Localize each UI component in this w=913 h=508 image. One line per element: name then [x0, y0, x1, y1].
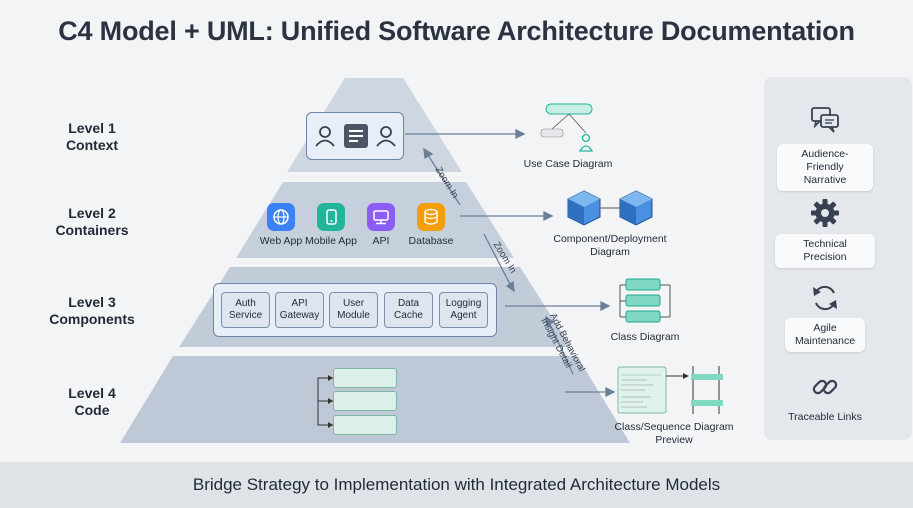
- class-diagram-label: Class Diagram: [610, 331, 680, 343]
- feature-traceable-links: Traceable Links: [788, 411, 862, 423]
- globe-icon: [267, 203, 295, 231]
- use-case-diagram-icon: [540, 103, 594, 152]
- container-api: API: [346, 203, 416, 247]
- class-diagram-icon: [619, 278, 671, 323]
- use-case-diagram-label: Use Case Diagram: [523, 158, 613, 170]
- gear-icon: [811, 199, 839, 227]
- system-icon: [344, 124, 368, 148]
- server-icon: [367, 203, 395, 231]
- code-class-box: [333, 368, 397, 388]
- code-class-box: [333, 391, 397, 411]
- refresh-icon: [813, 285, 837, 311]
- mobile-icon: [317, 203, 345, 231]
- link-icon: [812, 379, 838, 395]
- container-mobile-app: Mobile App: [296, 203, 366, 247]
- user-icon: [315, 126, 335, 147]
- database-icon: [417, 203, 445, 231]
- zoom-arrow-2: [483, 233, 513, 289]
- feature-technical-precision: Technical Precision: [775, 234, 875, 268]
- container-web-app: Web App: [246, 203, 316, 247]
- behavior-arrow: [547, 319, 574, 375]
- user-icon: [376, 126, 396, 147]
- zoom-arrow-1: [425, 151, 461, 206]
- page-title: C4 Model + UML: Unified Software Archite…: [58, 16, 855, 46]
- component-deployment-icon: [567, 190, 653, 226]
- container-database: Database: [396, 203, 466, 247]
- code-class-box: [333, 415, 397, 435]
- chat-icon: [811, 107, 839, 133]
- class-sequence-preview-icon: [617, 366, 723, 414]
- footer-banner: Bridge Strategy to Implementation with I…: [0, 462, 913, 508]
